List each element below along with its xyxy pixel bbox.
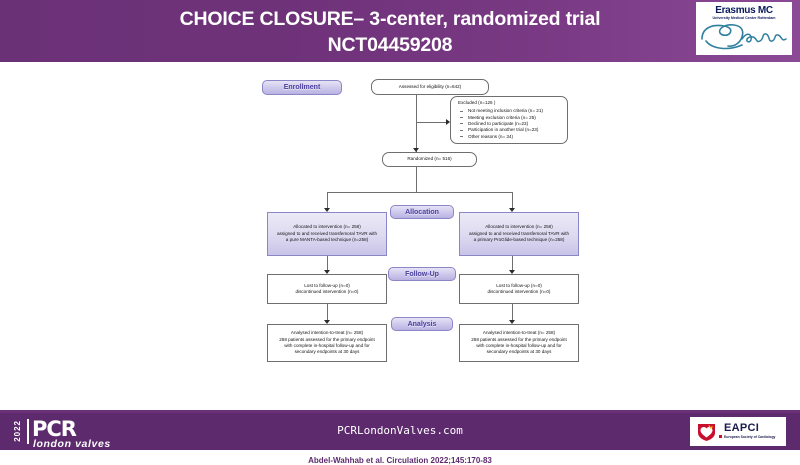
node-line: a pure MANTA-based technique (n=258) (285, 237, 369, 243)
node-line: Randomized (n= 516) (407, 156, 452, 162)
arrow-alloc-right (509, 208, 515, 212)
node-line: secondary endpoints at 30 days (486, 349, 552, 355)
arrow-to-excluded (446, 119, 450, 125)
excluded-item: Participation in another trial (n=23) (458, 127, 538, 133)
node-line: secondary endpoints at 30 days (294, 349, 360, 355)
arrow-analysis-left (324, 320, 330, 324)
erasmus-mc-logo: Erasmus MC University Medical Center Rot… (696, 2, 792, 55)
node-randomized: Randomized (n= 516) (382, 152, 477, 167)
stage-label-analysis: Analysis (391, 317, 453, 331)
eapci-logo-subtitle: European Society of Cardiology (724, 435, 776, 439)
pcr-logo-wordmark: PCR (32, 417, 77, 441)
connector-split-right (512, 192, 513, 210)
connector-split-left (327, 192, 328, 210)
erasmus-logo-subtitle: University Medical Center Rotterdam (712, 16, 776, 20)
node-line: 258 patients assessed for the primary en… (471, 336, 567, 342)
page-title-line2: NCT04459208 (327, 34, 453, 56)
arrow-to-randomized (413, 148, 419, 152)
node-followup-right: Lost to follow-up (n=0) discontinued int… (459, 274, 579, 304)
eapci-logo-name: EAPCI (724, 422, 760, 434)
node-line: assigned to and received transfemoral TA… (468, 230, 570, 236)
excluded-item: Not meeting inclusion criteria (n= 21) (458, 108, 543, 114)
excluded-heading: Excluded (n=126 ) (458, 99, 496, 105)
eapci-logo-dot (719, 435, 722, 438)
node-excluded: Excluded (n=126 ) Not meeting inclusion … (450, 96, 568, 144)
citation-text: Abdel-Wahhab et al. Circulation 2022;145… (308, 456, 492, 465)
pcr-logo-tagline: london valves (33, 438, 111, 450)
node-line: Analysed intention-to-treat (n= 258) (482, 330, 556, 336)
pcr-london-valves-logo: 2022 PCR london valves (13, 417, 194, 450)
node-line: 258 patients assessed for the primary en… (279, 336, 375, 342)
node-line: discontinued intervention (n=0) (295, 289, 359, 294)
pcr-logo-divider (27, 419, 29, 444)
slide-footer: 2022 PCR london valves PCRLondonValves.c… (0, 413, 800, 450)
node-followup-left: Lost to follow-up (n=0) discontinued int… (267, 274, 387, 304)
arrow-analysis-right (509, 320, 515, 324)
arrow-alloc-left (324, 208, 330, 212)
node-line: with complete in-hospital follow-up and … (284, 343, 370, 348)
page-title-line1: CHOICE CLOSURE– 3-center, randomized tri… (179, 8, 601, 30)
excluded-item: Declined to participate (n=23) (458, 121, 528, 127)
consort-flow-diagram: Enrollment Assessed for eligibility (n=6… (0, 62, 800, 465)
footer-website-url: PCRLondonValves.com (337, 424, 463, 437)
slide-header: CHOICE CLOSURE– 3-center, randomized tri… (0, 0, 800, 62)
connector-randomized-split (327, 192, 512, 193)
node-analysis-left: Analysed intention-to-treat (n= 258) 258… (267, 324, 387, 362)
connector-assessed-to-randomized (416, 95, 417, 152)
connector-followup-right-down (512, 304, 513, 322)
node-analysis-right: Analysed intention-to-treat (n= 258) 258… (459, 324, 579, 362)
arrow-followup-left (324, 270, 330, 274)
connector-alloc-left-down (327, 256, 328, 272)
footer-accent-bar (0, 410, 800, 413)
connector-followup-left-down (327, 304, 328, 322)
node-line: assigned to and received transfemoral TA… (276, 230, 378, 236)
node-line: Assessed for eligibility (n=642) (398, 83, 462, 89)
node-allocation-right: Allocated to intervention (n= 258) assig… (459, 212, 579, 256)
arrow-followup-right (509, 270, 515, 274)
heart-shield-icon (698, 424, 715, 441)
page-title: CHOICE CLOSURE– 3-center, randomized tri… (90, 6, 690, 58)
node-line: Lost to follow-up (n=0) (496, 282, 542, 288)
connector-alloc-right-down (512, 256, 513, 272)
node-line: Allocated to intervention (n= 258) (485, 224, 553, 230)
node-assessed-for-eligibility: Assessed for eligibility (n=642) (371, 79, 489, 95)
erasmus-logo-name: Erasmus MC (715, 5, 773, 16)
node-line: a primary ProGlide-based technique (n=25… (473, 237, 565, 243)
node-allocation-left: Allocated to intervention (n= 258) assig… (267, 212, 387, 256)
node-line: discontinued intervention (n=0) (487, 289, 551, 294)
stage-label-enrollment: Enrollment (262, 80, 342, 95)
node-line: Allocated to intervention (n= 258) (293, 224, 361, 230)
connector-to-excluded (416, 122, 449, 123)
erasmus-signature-icon (701, 24, 787, 50)
node-line: Lost to follow-up (n=0) (304, 282, 350, 288)
node-line: Analysed intention-to-treat (n= 258) (290, 330, 364, 336)
node-line: with complete in-hospital follow-up and … (476, 343, 562, 348)
eapci-logo: EAPCI European Society of Cardiology (690, 417, 786, 446)
excluded-item: Meeting exclusion criteria (n= 25) (458, 115, 536, 121)
excluded-item: Other reasons (n= 34) (458, 134, 513, 140)
stage-label-followup: Follow-Up (388, 267, 456, 281)
connector-randomized-down (416, 167, 417, 192)
stage-label-allocation: Allocation (390, 205, 454, 219)
